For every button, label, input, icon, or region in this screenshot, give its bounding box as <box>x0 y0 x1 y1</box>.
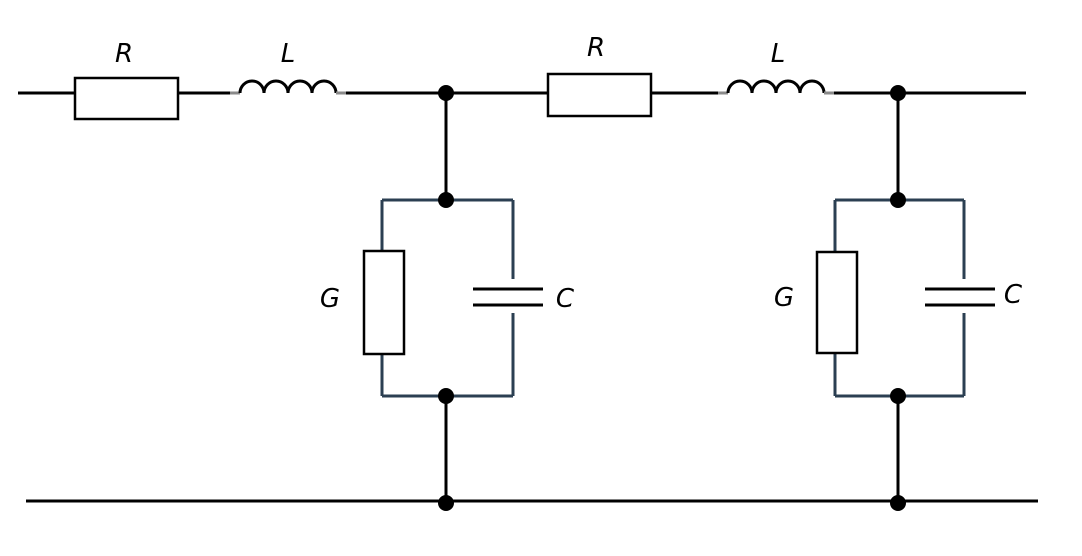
inductor-l2 <box>718 79 834 95</box>
conductance-g2-label: G <box>774 283 794 313</box>
resistor-r1-label: R <box>115 39 133 69</box>
conductance-g1-label: G <box>320 284 340 314</box>
inductor-l1-label: L <box>281 39 296 69</box>
node-top-2 <box>890 85 906 101</box>
conductance-g2 <box>815 250 859 355</box>
node-shunt1-bottom <box>438 388 454 404</box>
resistor-r1 <box>73 76 180 121</box>
resistor-r2-label: R <box>587 33 605 63</box>
inductor-l1 <box>230 79 346 95</box>
node-shunt2-bottom <box>890 388 906 404</box>
node-bottom-2 <box>890 495 906 511</box>
inductor-l2-label: L <box>771 39 786 69</box>
resistor-r2 <box>546 72 653 118</box>
node-top-1 <box>438 85 454 101</box>
node-shunt1-top <box>438 192 454 208</box>
node-bottom-1 <box>438 495 454 511</box>
capacitor-c2-label: C <box>1004 280 1023 310</box>
capacitor-c2 <box>925 287 995 307</box>
node-shunt2-top <box>890 192 906 208</box>
conductance-g1 <box>362 249 406 356</box>
capacitor-c1 <box>473 287 543 307</box>
capacitor-c1-label: C <box>556 284 575 314</box>
